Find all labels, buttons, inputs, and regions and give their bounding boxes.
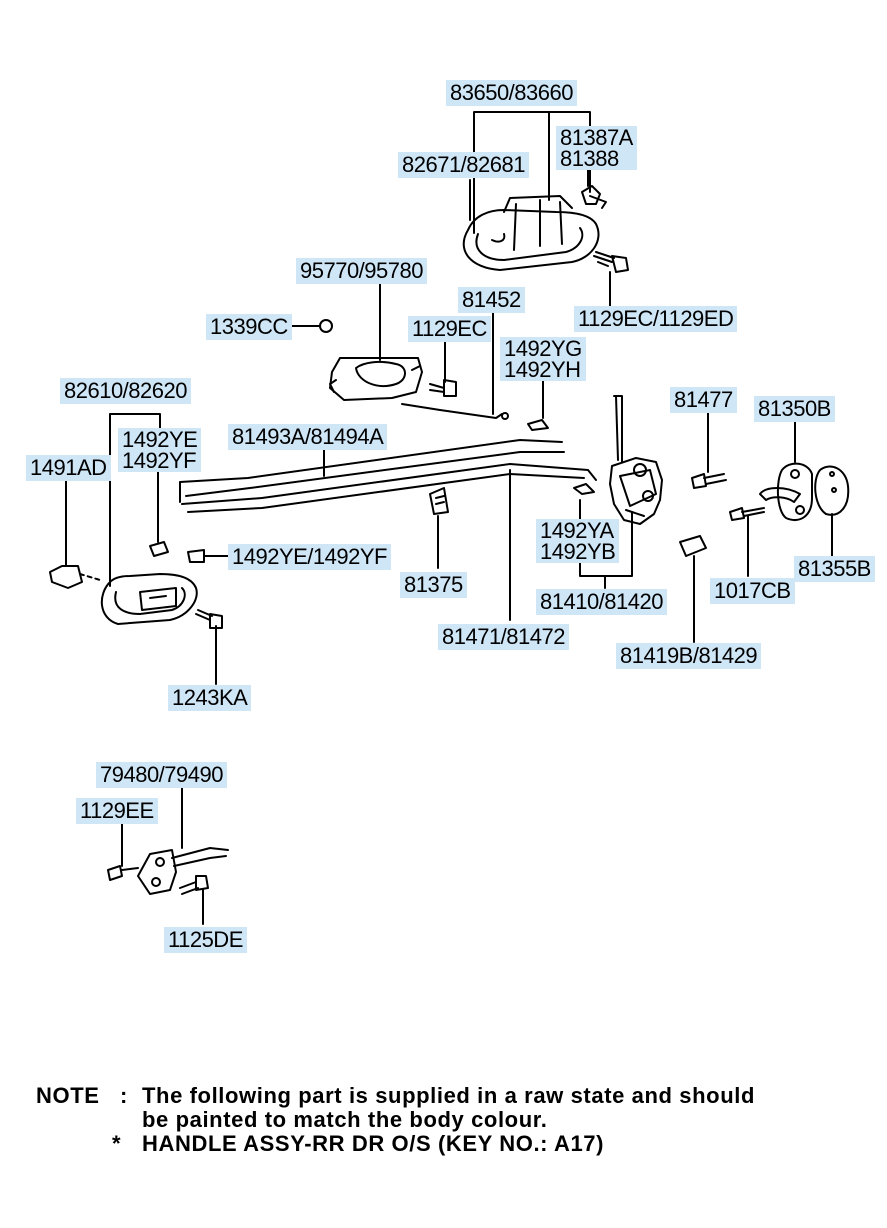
screw-1243ka (195, 609, 223, 629)
label-81387a: 81387A 81388 (556, 126, 637, 170)
label-1129ec: 1129EC (408, 316, 491, 342)
bolt-81477 (691, 473, 727, 489)
door-check-drawing (107, 847, 229, 895)
pad-81419b (679, 535, 707, 557)
clip-1492ye-upper (149, 541, 169, 557)
clip-1492yg (527, 419, 549, 431)
rod-81452 (401, 403, 509, 420)
label-82610: 82610/82620 (60, 378, 191, 404)
label-1492ye-lower: 1492YE/1492YF (228, 544, 391, 570)
label-1017cb: 1017CB (710, 578, 795, 604)
note-colon: : (120, 1083, 128, 1108)
label-81350b: 81350B (754, 396, 835, 422)
small-clip-81387 (581, 185, 607, 209)
note-block: NOTE : The following part is supplied in… (36, 1084, 866, 1156)
label-81419b: 81419B/81429 (616, 643, 762, 669)
label-81477: 81477 (670, 387, 737, 413)
label-1339cc: 1339CC (206, 314, 292, 340)
outside-handle-drawing (462, 195, 600, 271)
label-81471: 81471/81472 (438, 624, 569, 650)
bolt-1125de (179, 875, 209, 895)
label-1125de: 1125DE (164, 927, 247, 953)
label-1129ee: 1129EE (76, 798, 158, 824)
spring-81375 (429, 487, 449, 515)
screw-1017cb (729, 507, 765, 521)
label-81355b: 81355B (794, 556, 875, 582)
label-1492ye-upper: 1492YE 1492YF (118, 428, 202, 472)
nut-1339cc (319, 319, 333, 333)
plate-81355b (814, 465, 850, 516)
striker-81350b (759, 462, 813, 521)
clip-1492ya (573, 483, 595, 495)
screw-1129ec (429, 379, 457, 397)
label-81410: 81410/81420 (536, 589, 667, 615)
label-1492yg: 1492YG 1492YH (500, 337, 586, 381)
inside-handle-bracket-drawing (329, 357, 423, 401)
label-1243ka: 1243KA (168, 685, 252, 711)
cap-1491ad (49, 565, 101, 589)
label-79480: 79480/79490 (96, 762, 227, 788)
latch-assembly-drawing (609, 395, 663, 525)
note-line2: be painted to match the body colour. (142, 1107, 548, 1132)
note-line3: HANDLE ASSY-RR DR O/S (KEY NO.: A17) (142, 1131, 605, 1156)
label-81375: 81375 (400, 572, 467, 598)
clip-1492ye-lower (187, 549, 205, 563)
note-line1: The following part is supplied in a raw … (142, 1083, 755, 1108)
label-81452: 81452 (458, 287, 525, 313)
rod-81471 (181, 463, 597, 513)
label-83650: 83650/83660 (446, 80, 577, 106)
note-heading: NOTE (36, 1083, 100, 1108)
label-1129ec-top: 1129EC/1129ED (574, 306, 738, 332)
leader-lines (65, 111, 833, 925)
label-1491ad: 1491AD (26, 455, 111, 481)
inside-handle-drawing (100, 573, 198, 625)
label-1492ya: 1492YA 1492YB (536, 519, 620, 563)
label-81493a: 81493A/81494A (228, 424, 388, 450)
label-95770: 95770/95780 (296, 258, 427, 284)
label-82671: 82671/82681 (398, 152, 529, 178)
screw-1129ec-top (593, 251, 629, 273)
rod-81493a (179, 439, 565, 503)
note-star: * (112, 1131, 122, 1156)
